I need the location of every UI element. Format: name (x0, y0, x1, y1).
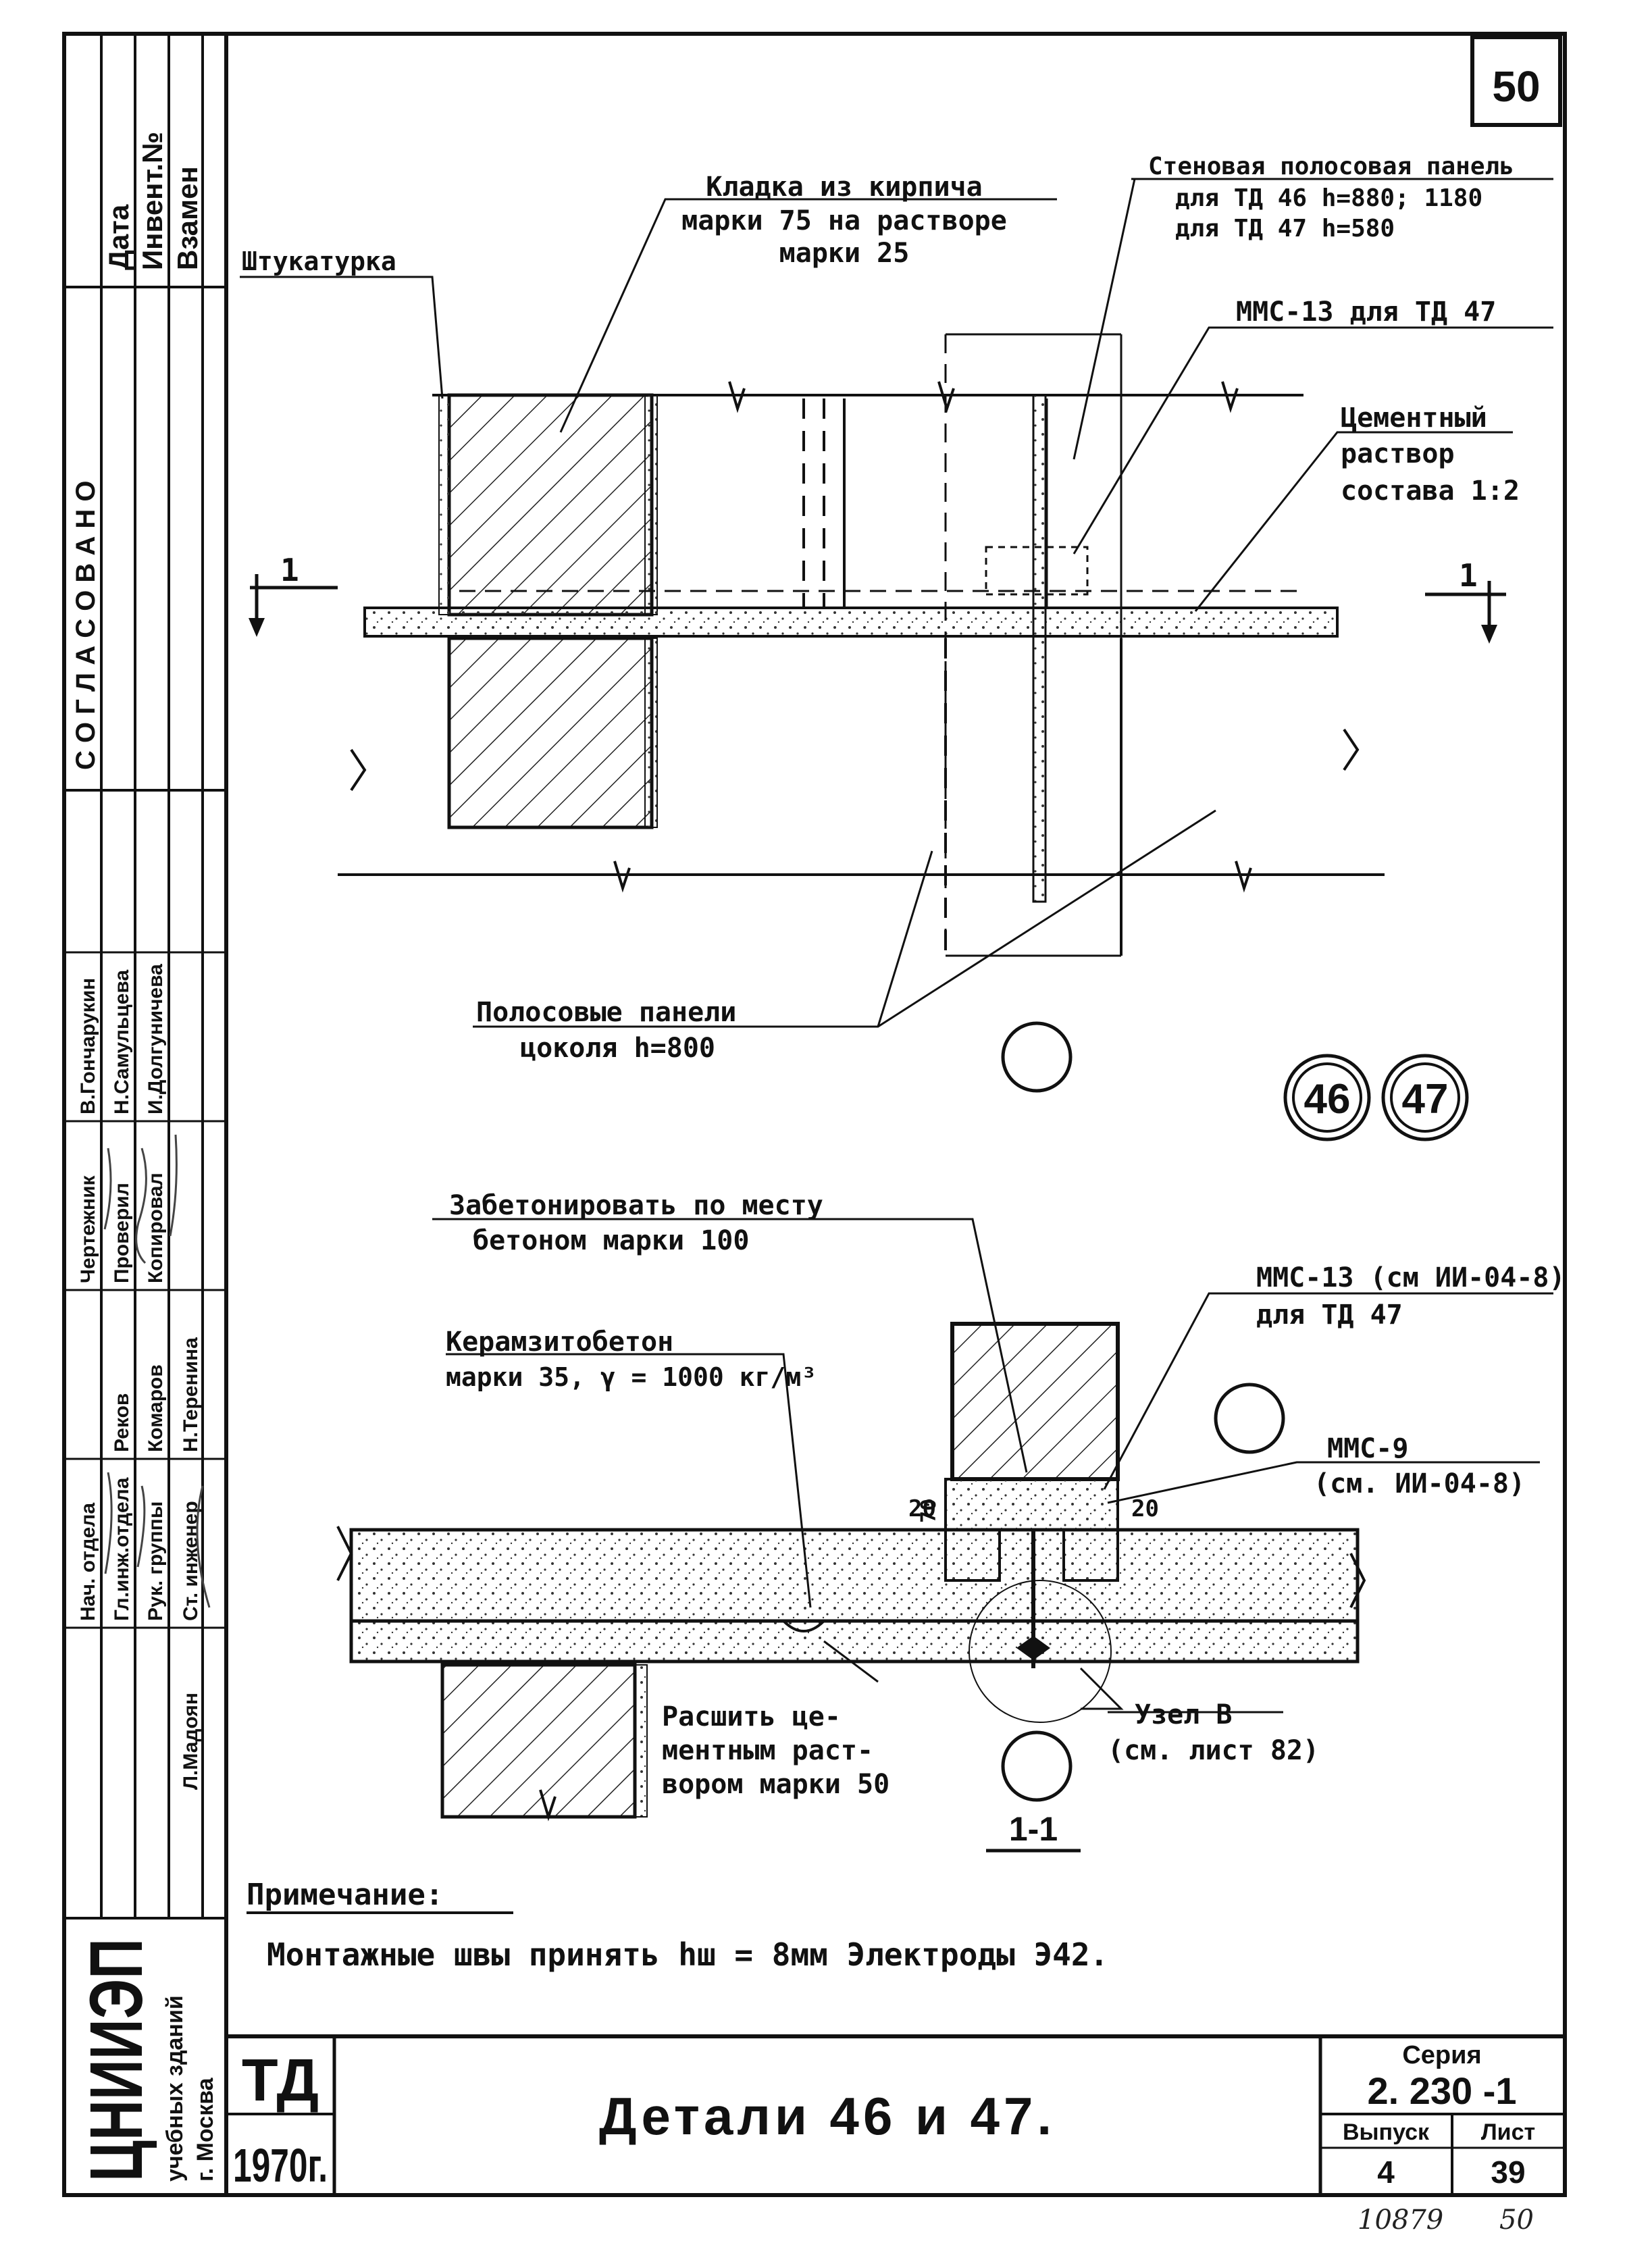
brick-label-2: марки 75 на растворе (681, 205, 1007, 236)
org-sub: учебных зданий (162, 1995, 188, 2182)
keramzit-label-1: Керамзитобетон (446, 1326, 673, 1358)
stamp-role-3: Рук. группы (145, 1501, 167, 1621)
dim-20-left: 20 (908, 1495, 936, 1522)
brick-block-section (440, 1663, 637, 1819)
sheet-label: Лист (1481, 2119, 1535, 2145)
node-b-label-2: (см. лист 82) (1108, 1735, 1319, 1766)
org-city: г. Москва (192, 2077, 218, 2182)
vertical-joint (1032, 394, 1047, 903)
stamp-role-6: Проверил (111, 1183, 133, 1283)
cement-label-1: Цементный (1341, 403, 1487, 434)
stamp-name-4: Л.Мадоян (180, 1693, 202, 1790)
base-panels-label-1: Полосовые панели (476, 997, 736, 1028)
mms13-bottom-label-2: для ТД 47 (1256, 1299, 1403, 1331)
stamp-name-3: Н.Теренина (180, 1337, 202, 1452)
concrete-fill-label-2: бетоном марки 100 (473, 1225, 749, 1256)
issue-value: 4 (1377, 2155, 1395, 2190)
sheet-value: 39 (1491, 2155, 1525, 2190)
archive-page: 50 (1499, 2205, 1534, 2236)
brick-label-1: Кладка из кирпича (706, 172, 982, 203)
mms13-top-label: ММС-13 для ТД 47 (1236, 297, 1496, 328)
grout-label-1: Расшить це- (662, 1701, 841, 1732)
cement-label-3: состава 1:2 (1341, 475, 1520, 507)
grout-label-3: вором марки 50 (662, 1769, 889, 1800)
stamp-inventory-header: Инвент.№ (136, 132, 168, 270)
title-block: ТД 1970г. Детали 46 и 47. Серия 2. 230 -… (226, 2034, 1565, 2195)
year-label: 1970г. (233, 2139, 328, 2192)
node-b-label-1: Узел В (1135, 1699, 1233, 1730)
note-text: Монтажные швы принять hш = 8мм Электроды… (267, 1936, 1108, 1973)
mms9-label-1: ММС-9 (1327, 1433, 1408, 1464)
stamp-approval: С О Г Л А С О В А Н О (71, 480, 101, 770)
stamp-role-2: Гл.инж.отдела (111, 1477, 133, 1621)
signature-marks (103, 1134, 211, 1608)
horizontal-joint (363, 607, 1339, 638)
concrete-fill-label-1: Забетонировать по месту (449, 1190, 823, 1221)
detail-47-marker (1381, 1054, 1469, 1141)
archive-number: 10879 (1358, 2205, 1443, 2236)
section-circle-marker (1001, 1730, 1073, 1802)
series-value: 2. 230 -1 (1367, 2069, 1516, 2112)
cement-label-2: раствор (1341, 438, 1455, 469)
brick-block-upper (447, 393, 654, 617)
stamp-role-7: Копировал (145, 1173, 167, 1283)
wall-panel-label-1: Стеновая полосовая панель (1148, 153, 1514, 180)
plan-detail: 1 1 Кладка из кирпича марки 75 на раство… (240, 153, 1553, 1141)
node-circle (969, 1580, 1112, 1723)
brick-block-lower (447, 636, 654, 829)
mms13-bottom-label-1: ММС-13 (см ИИ-04-8) (1256, 1262, 1566, 1293)
stamp-name-7: И.Долгуничева (145, 964, 167, 1114)
plaster-label: Штукатурка (242, 247, 396, 276)
detail-46-marker (1283, 1054, 1371, 1141)
dim-20-right: 20 (1131, 1495, 1159, 1522)
stamp-replace-header: Взамен (172, 166, 203, 270)
page-number: 50 (1492, 62, 1540, 111)
td-label: ТД (242, 2046, 319, 2113)
note-title: Примечание: (247, 1878, 443, 1912)
concrete-block (950, 1322, 1120, 1481)
issue-label: Выпуск (1343, 2119, 1430, 2145)
detail-46-label: 46 (1304, 1076, 1351, 1123)
dim-70: 70 (917, 1499, 941, 1523)
keramzit-layer (349, 1528, 1360, 1623)
stamp-role-1: Нач. отдела (77, 1503, 99, 1621)
org-name: ЦНИИЭП (75, 1938, 158, 2182)
stamp-role-5: Чертежник (77, 1175, 99, 1283)
section-circle-right (1214, 1383, 1285, 1454)
section-title: 1-1 (1009, 1810, 1058, 1848)
sheet-title: Детали 46 и 47. (599, 2086, 1056, 2146)
detail-47-label: 47 (1402, 1076, 1449, 1123)
stamp-name-5: В.Гончарукин (77, 978, 99, 1114)
series-label: Серия (1402, 2041, 1481, 2069)
grout-label-2: ментным раст- (662, 1735, 873, 1766)
stamp-date-header: Дата (103, 204, 134, 270)
sheet-border (62, 32, 1567, 2197)
panel-strip (349, 1619, 1360, 1664)
page-number-box (1470, 35, 1562, 127)
section-mark-left: 1 (280, 552, 299, 588)
mms9-label-2: (см. ИИ-04-8) (1314, 1468, 1525, 1499)
stamp-name-2: Комаров (145, 1364, 167, 1452)
base-panels-label-2: цоколя h=800 (520, 1033, 715, 1064)
stamp-name-1: Реков (111, 1393, 133, 1452)
section-mark-right: 1 (1459, 557, 1478, 594)
section-1-1: 70 20 20 Забетонировать по месту бетоном… (336, 1190, 1566, 1853)
keramzit-label-2: марки 35, γ = 1000 кг/м³ (446, 1362, 817, 1392)
wall-panel-label-2: для ТД 46 h=880; 1180 (1175, 184, 1482, 212)
plan-circle-marker (1001, 1021, 1073, 1093)
side-stamp: Дата Инвент.№ Взамен С О Г Л А С О В А Н… (64, 34, 226, 2196)
brick-label-3: марки 25 (779, 238, 910, 269)
stamp-name-6: Н.Самульцева (111, 970, 133, 1114)
wall-panel-label-3: для ТД 47 h=580 (1175, 215, 1395, 242)
